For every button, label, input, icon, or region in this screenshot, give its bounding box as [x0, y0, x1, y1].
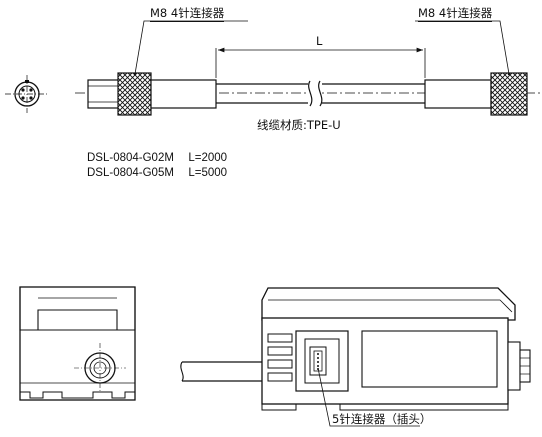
length-dimension-label: L [316, 34, 323, 48]
right-connector-sleeve [424, 79, 492, 109]
left-connector-label: M8 4针连接器 [150, 6, 225, 22]
right-knurled-nut [490, 72, 528, 116]
model-row-1: DSL-0804-G02M L=2000 [87, 151, 227, 165]
model-part-1: DSL-0804-G02M [87, 152, 174, 164]
amplifier-side-view [180, 287, 531, 427]
model-part-2: DSL-0804-G05M [87, 167, 174, 179]
left-connector-body [87, 79, 121, 109]
cable-material-label: 线缆材质:TPE-U [257, 118, 341, 132]
right-connector-label: M8 4针连接器 [418, 6, 493, 22]
connector-face-icon [5, 75, 49, 113]
model-length-1: L=2000 [188, 152, 228, 164]
model-row-2: DSL-0804-G05M L=5000 [87, 166, 227, 180]
five-pin-connector-label: 5针连接器（插头） [332, 412, 432, 426]
amplifier-front-view [19, 286, 136, 401]
left-connector-sleeve [150, 79, 217, 109]
model-length-2: L=5000 [188, 167, 228, 179]
left-knurled-nut [117, 72, 152, 116]
cable-assembly [75, 20, 540, 116]
